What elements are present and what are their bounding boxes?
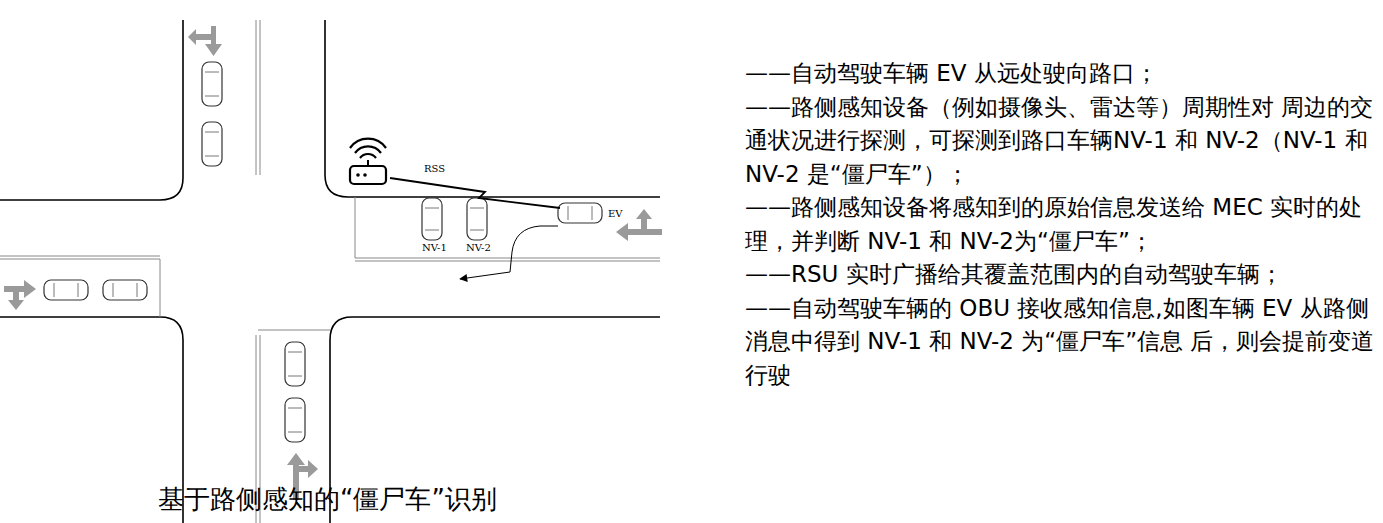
figure-label: NV-2 [466,242,491,254]
description-text: ——RSU 实时广播给其覆盖范围内的自动驾驶车辆； [745,258,1380,292]
description-text: ——路侧感知设备将感知到的原始信息发送给 MEC 实时的处理，并判断 NV-1 … [745,191,1380,258]
lane-arrows [4,26,662,500]
car-windows [54,72,592,432]
lane-lines [0,20,660,523]
lane-change-path [460,226,558,279]
figure-label: NV-1 [422,242,447,254]
figure-label: EV [608,208,623,220]
road-edges [0,20,660,523]
wireless-link [390,178,560,208]
description-text: ——自动驾驶车辆 EV 从远处驶向路口； [745,57,1380,91]
cars [44,62,602,442]
description-text: ——路侧感知设备（例如摄像头、雷达等）周期性对 周边的交通状况进行探测，可探测到… [745,91,1380,192]
rsu-icon [350,139,386,184]
figure-label: RSS [424,163,445,175]
caption: 基于路侧感知的“僵尸车”识别 [158,484,497,514]
description-text: ——自动驾驶车辆的 OBU 接收感知信息,如图车辆 EV 从路侧消息中得到 NV… [745,292,1380,393]
